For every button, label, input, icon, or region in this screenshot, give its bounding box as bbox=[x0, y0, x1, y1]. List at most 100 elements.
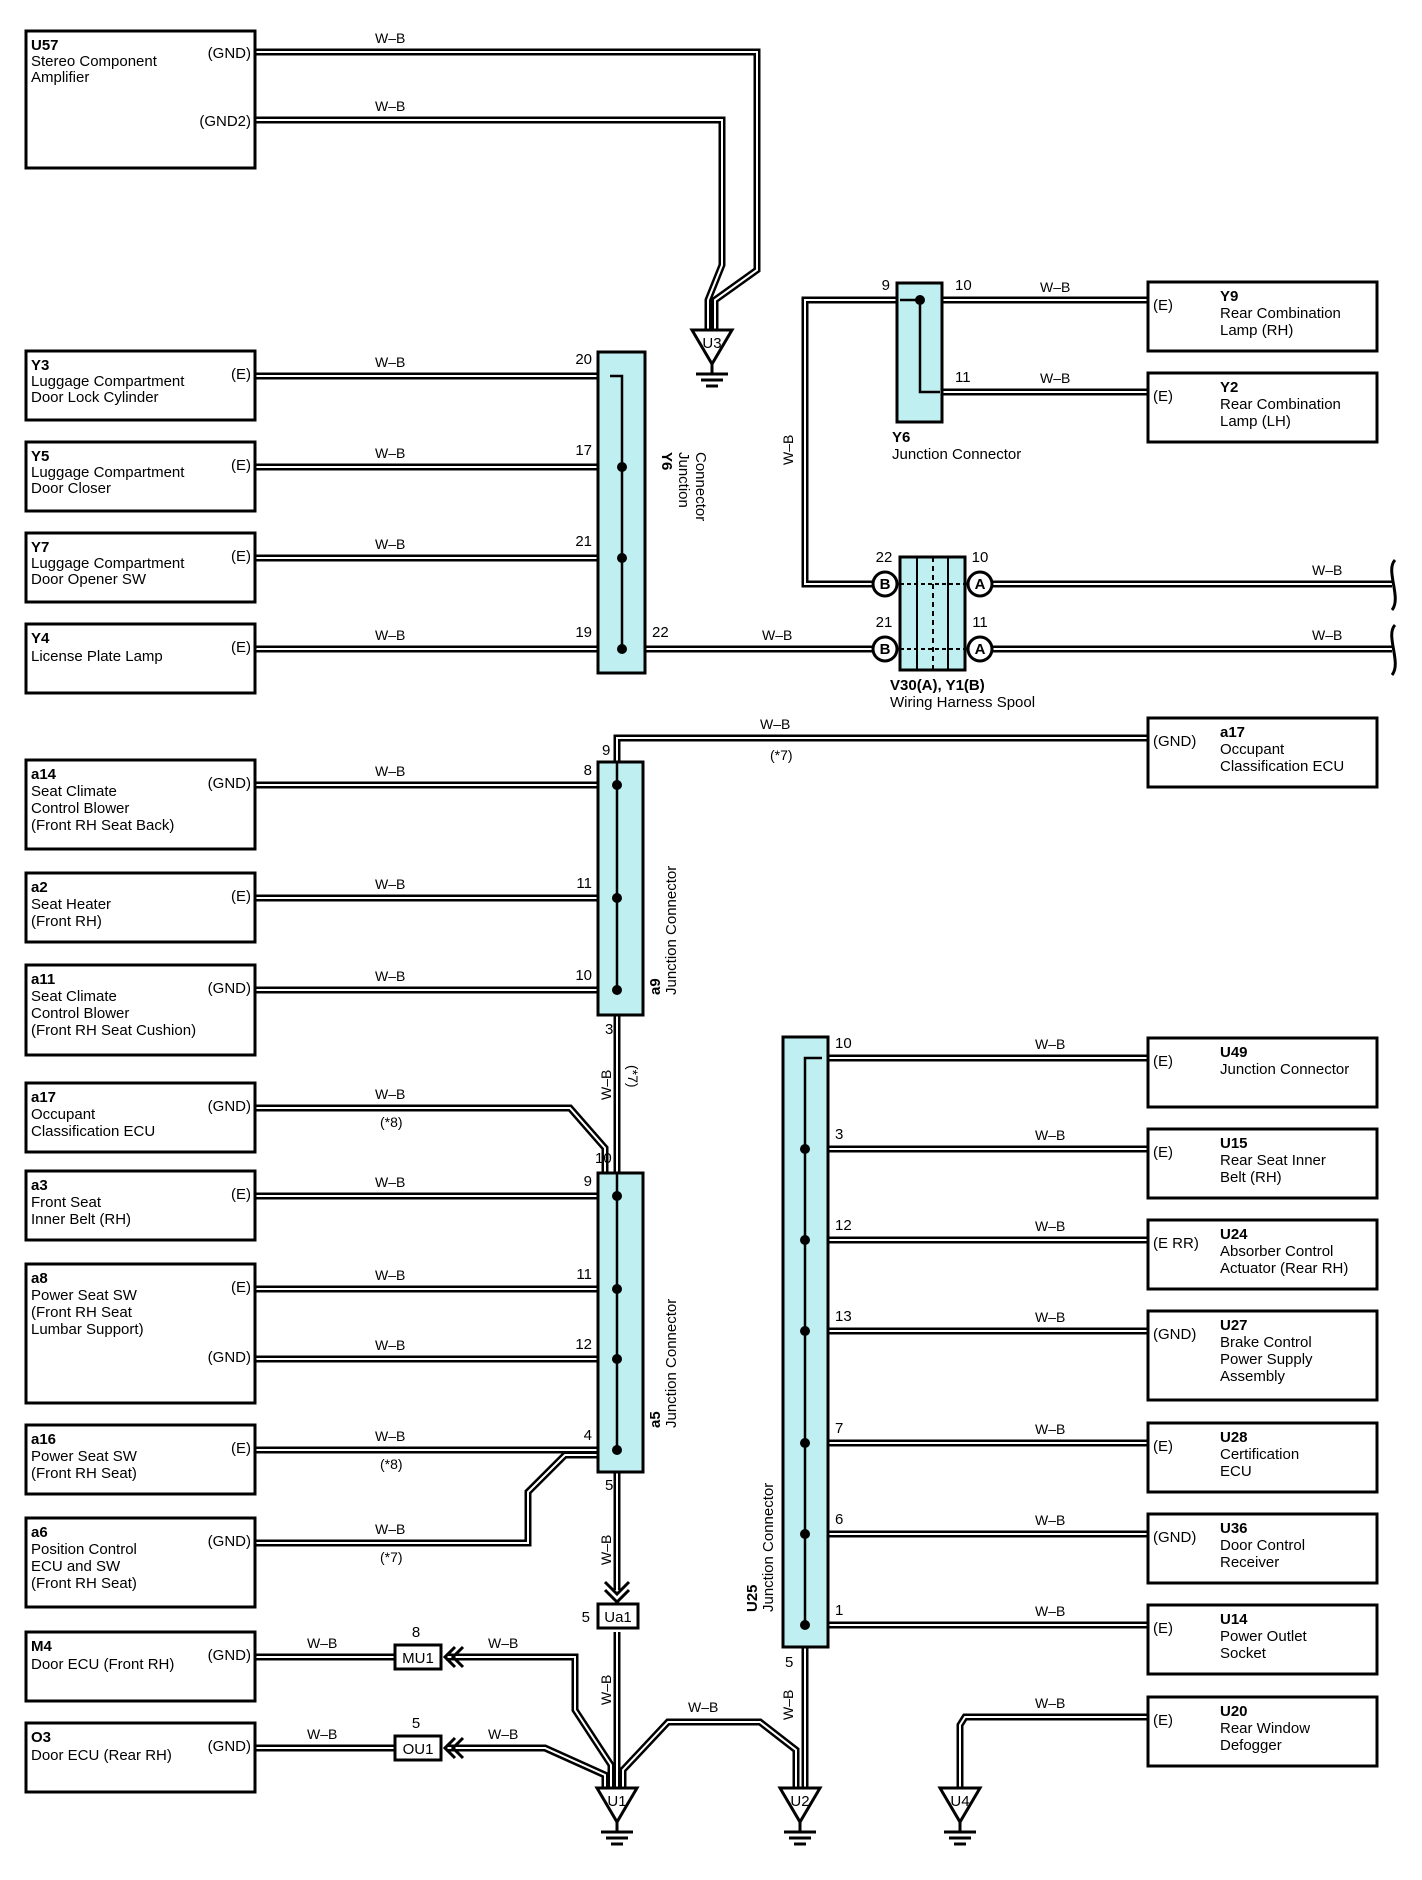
component-m4: M4 Door ECU (Front RH) (GND) bbox=[24, 1630, 257, 1703]
pin-label: 22 bbox=[876, 549, 893, 566]
component-label: Rear Combination bbox=[1220, 396, 1341, 413]
component-o3: O3 Door ECU (Rear RH) (GND) bbox=[24, 1721, 257, 1794]
wire-note: (*7) bbox=[380, 1549, 403, 1565]
component-label: Lamp (LH) bbox=[1220, 413, 1291, 430]
component-label: Certification bbox=[1220, 1446, 1299, 1463]
component-label: Rear Window bbox=[1220, 1720, 1310, 1737]
component-label: Door ECU (Front RH) bbox=[31, 1656, 174, 1673]
component-y4: Y4 License Plate Lamp (E) bbox=[24, 622, 257, 695]
terminal-label: (GND) bbox=[208, 980, 251, 997]
terminal-label: (E) bbox=[231, 1440, 251, 1457]
component-code: U57 bbox=[31, 37, 59, 54]
pin-label: 22 bbox=[652, 624, 669, 641]
component-label: Power Outlet bbox=[1220, 1628, 1308, 1645]
component-code: U27 bbox=[1220, 1317, 1248, 1334]
wire-color-label: W–B bbox=[1312, 627, 1342, 643]
pin-label: 10 bbox=[575, 967, 592, 984]
component-code: Y7 bbox=[31, 539, 49, 556]
component-label: (Front RH Seat Back) bbox=[31, 817, 174, 834]
wire-color-label: W–B bbox=[375, 876, 405, 892]
component-label: Defogger bbox=[1220, 1737, 1282, 1754]
junction-connector-y6-right: 9 10 11 Y6 Junction Connector bbox=[882, 277, 1022, 463]
wire-color-label: W–B bbox=[375, 1174, 405, 1190]
wire-color-label: W–B bbox=[488, 1726, 518, 1742]
component-u57: U57 Stereo Component Amplifier (GND) (GN… bbox=[24, 29, 257, 170]
wire-note: (*7) bbox=[770, 747, 793, 763]
pin-label: 11 bbox=[955, 369, 971, 386]
component-label: ECU bbox=[1220, 1463, 1252, 1480]
terminal-label: (E) bbox=[1153, 388, 1173, 405]
connector-ua1: Ua1 5 bbox=[582, 1580, 640, 1630]
component-label: Absorber Control bbox=[1220, 1243, 1333, 1260]
component-y3: Y3 Luggage Compartment Door Lock Cylinde… bbox=[24, 349, 257, 422]
component-a11: a11 Seat Climate Control Blower (Front R… bbox=[24, 963, 257, 1057]
wire-color-label: W–B bbox=[307, 1635, 337, 1651]
wire-color-label: W–B bbox=[1035, 1695, 1065, 1711]
component-label: Door Closer bbox=[31, 480, 111, 497]
connector-name: Junction bbox=[675, 452, 692, 508]
component-code: a14 bbox=[31, 766, 57, 783]
component-code: a3 bbox=[31, 1177, 48, 1194]
wire-color-label: W–B bbox=[760, 716, 790, 732]
component-a3: a3 Front Seat Inner Belt (RH) (E) bbox=[24, 1169, 257, 1242]
pin-label: 7 bbox=[835, 1420, 843, 1437]
pin-label: 8 bbox=[412, 1624, 420, 1641]
wire-color-label: W–B bbox=[375, 1337, 405, 1353]
component-a2: a2 Seat Heater (Front RH) (E) bbox=[24, 871, 257, 944]
component-y7: Y7 Luggage Compartment Door Opener SW (E… bbox=[24, 531, 257, 604]
component-u15: (E) U15 Rear Seat Inner Belt (RH) bbox=[1146, 1127, 1379, 1200]
terminal-label: (E) bbox=[1153, 1053, 1173, 1070]
connector-code: OU1 bbox=[403, 1741, 434, 1758]
ground-label: U4 bbox=[950, 1793, 969, 1810]
component-code: a2 bbox=[31, 879, 48, 896]
terminal-label: (GND2) bbox=[199, 113, 251, 130]
wire-note: (*8) bbox=[380, 1114, 403, 1130]
pin-label: 3 bbox=[835, 1126, 843, 1143]
pin-label: 20 bbox=[575, 351, 592, 368]
terminal-label: (E) bbox=[231, 366, 251, 383]
pin-label: 11 bbox=[576, 1266, 592, 1283]
connector-code: Y6 bbox=[892, 429, 910, 446]
component-label: Amplifier bbox=[31, 69, 89, 86]
component-label: (Front RH Seat) bbox=[31, 1465, 137, 1482]
pin-label: 12 bbox=[835, 1217, 852, 1234]
component-code: Y4 bbox=[31, 630, 50, 647]
component-label: Occupant bbox=[1220, 741, 1285, 758]
wire-color-label: W–B bbox=[598, 1675, 614, 1705]
wire-color-label: W–B bbox=[375, 1428, 405, 1444]
ground-u4: U4 bbox=[938, 1786, 982, 1846]
terminal-label: (E) bbox=[231, 888, 251, 905]
ground-u1: U1 bbox=[595, 1786, 639, 1846]
pin-label: 10 bbox=[972, 549, 989, 566]
wire-color-label: W–B bbox=[375, 445, 405, 461]
wire-color-label: W–B bbox=[375, 1521, 405, 1537]
terminal-label: (GND) bbox=[208, 1647, 251, 1664]
component-a14: a14 Seat Climate Control Blower (Front R… bbox=[24, 758, 257, 851]
terminal-label: (GND) bbox=[208, 775, 251, 792]
pin-label: 8 bbox=[584, 762, 592, 779]
pin-label: 11 bbox=[972, 614, 988, 631]
connector-code: U25 bbox=[744, 1584, 761, 1612]
pin-label: 11 bbox=[576, 875, 592, 892]
component-code: a17 bbox=[1220, 724, 1245, 741]
connector-name: Junction Connector bbox=[760, 1483, 777, 1612]
component-y2: (E) Y2 Rear Combination Lamp (LH) bbox=[1146, 371, 1379, 444]
component-a17: a17 Occupant Classification ECU (GND) bbox=[24, 1081, 257, 1154]
wire-color-label: W–B bbox=[375, 968, 405, 984]
pin-label: 9 bbox=[584, 1173, 592, 1190]
component-label: (Front RH Seat) bbox=[31, 1575, 137, 1592]
component-label: Control Blower bbox=[31, 800, 129, 817]
ground-label: U2 bbox=[790, 1793, 809, 1810]
connector-code: Y6 bbox=[658, 452, 675, 470]
terminal-label: (E) bbox=[1153, 1144, 1173, 1161]
connector-code: V30(A), Y1(B) bbox=[890, 677, 985, 694]
component-label: Junction Connector bbox=[1220, 1061, 1349, 1078]
wire-notes: (*7) (*8) (*8) (*7) (*7) bbox=[380, 747, 793, 1565]
component-label: Power Supply bbox=[1220, 1351, 1313, 1368]
ground-label: U1 bbox=[607, 1793, 626, 1810]
terminal-label: (E) bbox=[231, 457, 251, 474]
wire-color-label: W–B bbox=[1312, 562, 1342, 578]
pin-label: 1 bbox=[835, 1602, 843, 1619]
pin-label: 5 bbox=[412, 1715, 420, 1732]
pin-label: 4 bbox=[584, 1427, 592, 1444]
